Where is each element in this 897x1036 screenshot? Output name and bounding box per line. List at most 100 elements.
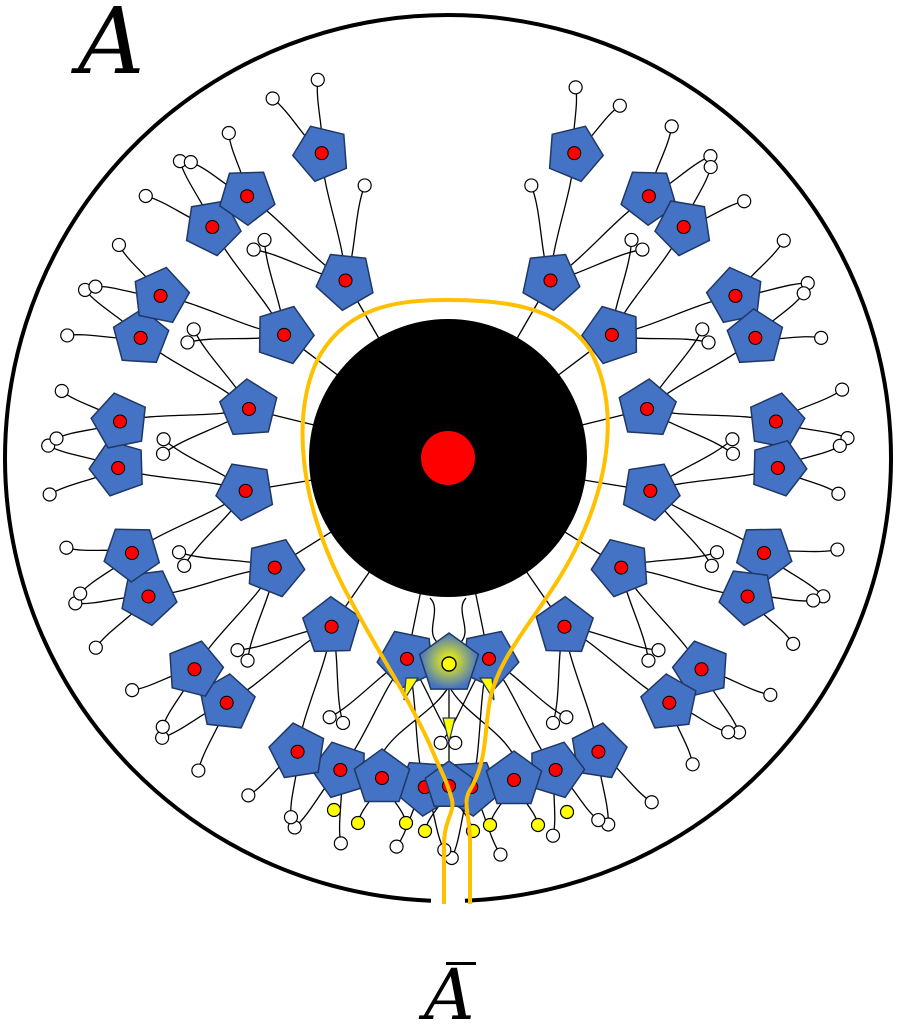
agent-node-outer xyxy=(753,439,808,497)
leaf-node xyxy=(59,540,74,555)
leaf-node xyxy=(257,232,272,248)
node-dot xyxy=(153,288,168,303)
region-a-label: A xyxy=(78,0,145,95)
leaf-node xyxy=(88,279,103,294)
node-dot xyxy=(133,330,148,345)
agent-node-outer xyxy=(639,673,697,729)
leaf-node xyxy=(545,828,561,843)
agent-node-inner xyxy=(580,305,638,365)
leaf-node xyxy=(786,636,801,651)
agent-node-inner xyxy=(215,463,274,522)
agent-node-inner xyxy=(590,538,648,598)
agent-node-outer xyxy=(112,307,170,364)
leaf-node xyxy=(42,487,57,502)
leaf-node xyxy=(283,810,299,825)
node-dot xyxy=(113,414,128,429)
node-dot xyxy=(728,288,743,303)
agent-node-outer xyxy=(121,570,178,627)
leaf-node xyxy=(186,322,201,337)
agent-node-bottom xyxy=(424,760,474,807)
leaf-node xyxy=(230,643,245,658)
leaf-node xyxy=(322,710,337,725)
leaf-node xyxy=(703,159,718,175)
node-dot xyxy=(267,560,282,575)
leaf-node xyxy=(524,178,539,193)
agent-node-outer xyxy=(291,125,348,183)
nodes-layer xyxy=(88,125,808,818)
leaf-node xyxy=(651,643,666,658)
leaf-node xyxy=(54,383,69,399)
node-dot xyxy=(614,560,629,575)
leaf-node xyxy=(701,335,716,350)
highlight-leaf xyxy=(350,815,366,831)
wire xyxy=(460,597,467,643)
agent-node-outer xyxy=(705,266,762,324)
node-dot xyxy=(141,589,156,604)
node-dot xyxy=(543,273,558,288)
leaf-node xyxy=(493,847,508,862)
agent-node-outer xyxy=(310,741,365,799)
leaf-node xyxy=(704,558,719,573)
leaf-node xyxy=(763,687,778,702)
node-dot xyxy=(324,619,339,634)
node-dot xyxy=(640,401,655,416)
agent-node-inner xyxy=(218,378,278,436)
arrow-icon xyxy=(403,677,420,701)
leaf-node xyxy=(310,72,325,87)
highlight-leaf xyxy=(530,817,546,833)
outer-boundary-circle xyxy=(3,13,893,903)
leaf-node xyxy=(125,683,140,698)
leaf-node xyxy=(60,328,75,343)
agent-node-outer xyxy=(620,171,678,227)
leaf-node xyxy=(389,839,404,854)
agent-node-inner xyxy=(535,595,595,653)
highlighted-agent-dot xyxy=(441,656,457,672)
leaf-node xyxy=(737,194,752,209)
leaf-node xyxy=(725,432,740,447)
node-dot xyxy=(205,220,220,235)
agent-node-outer xyxy=(134,266,191,324)
leaf-node xyxy=(49,431,64,446)
agent-node-inner xyxy=(622,463,681,522)
agent-node-inner xyxy=(258,305,316,365)
agent-node-outer xyxy=(718,570,775,627)
leaf-node xyxy=(641,653,656,668)
agent-node-outer xyxy=(548,125,605,183)
overlay-layer xyxy=(300,298,610,904)
agent-node-outer xyxy=(218,171,276,227)
leaf-node xyxy=(265,91,280,106)
agent-node-bottom xyxy=(485,750,543,805)
leaf-node xyxy=(240,653,255,668)
arrow-icon xyxy=(442,717,456,743)
leaf-node xyxy=(333,836,348,851)
leaf-node xyxy=(241,788,256,803)
leaf-node xyxy=(180,335,195,350)
overbar-mark xyxy=(446,962,476,965)
agent-node-outer xyxy=(169,640,225,698)
leaf-node xyxy=(357,178,372,193)
leaf-node xyxy=(624,232,639,248)
leaf-node xyxy=(591,812,606,828)
node-dot xyxy=(111,460,126,475)
node-dot xyxy=(567,146,582,161)
node-dot xyxy=(604,327,619,342)
leaf-node xyxy=(448,735,463,751)
leaf-node xyxy=(246,242,261,257)
node-dot xyxy=(591,744,606,759)
agent-node-outer xyxy=(103,528,161,583)
leaf-node xyxy=(545,715,561,731)
node-dot xyxy=(740,589,755,604)
node-dot xyxy=(314,146,329,161)
node-dot xyxy=(187,662,202,677)
node-dot xyxy=(240,189,255,204)
node-dot xyxy=(333,762,348,777)
leaf-node xyxy=(177,558,192,573)
leaf-node xyxy=(635,242,650,257)
region-a-bar-label: A xyxy=(424,954,475,1036)
node-dot xyxy=(676,220,691,235)
leaf-node xyxy=(685,757,700,772)
node-dot xyxy=(238,483,253,498)
agent-node-outer xyxy=(726,307,784,364)
leaf-node xyxy=(138,188,153,204)
wire xyxy=(448,685,515,757)
